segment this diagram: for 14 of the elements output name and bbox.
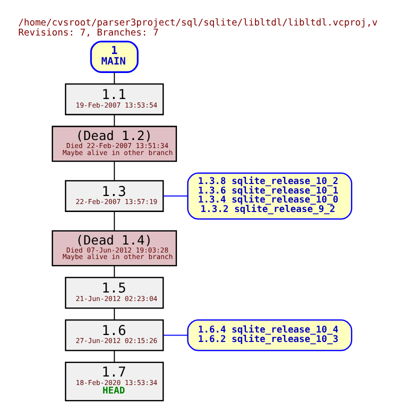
connector [163,196,188,197]
connector [114,350,115,362]
node-box: 1.3.8 sqlite_release_10_2 1.3.6 sqlite_release_10_1 1.3.4 sqlite_release_10_0 1.3.2 sqlite_release_9_2 [187,172,352,220]
connector [114,114,115,126]
node-box: 1 MAIN [90,40,139,73]
connector [163,334,188,336]
connector [114,72,115,84]
connector [114,162,115,180]
connector [114,308,115,320]
diagram-title: /home/cvsroot/parser3project/sql/sqlite/libltdl/libltdl.vcproj,v [18,17,378,28]
node-box: 1.6.4 sqlite_release_10_4 1.6.2 sqlite_release_10_3 [187,319,352,352]
connector [114,211,115,231]
caption: Revisions: 7, Branches: 7 [18,27,159,38]
connector [114,266,115,278]
